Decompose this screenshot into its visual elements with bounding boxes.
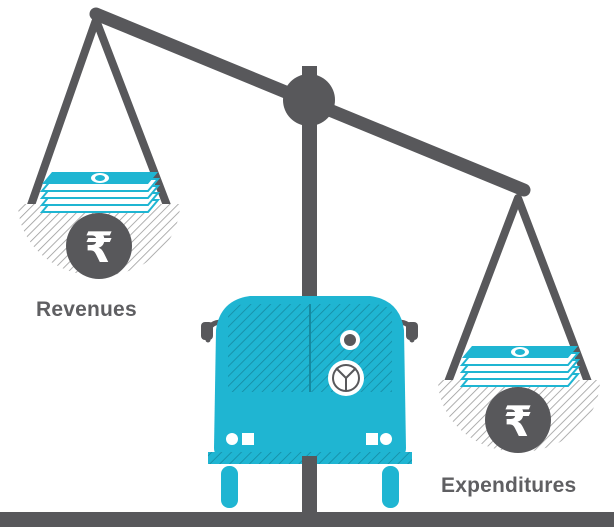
svg-text:₹: ₹ [503,397,532,446]
left-hanger [26,16,172,210]
scale-base [0,512,614,527]
svg-text:₹: ₹ [84,223,113,272]
post-front [302,456,317,516]
revenues-label: Revenues [36,298,137,321]
scale-pivot [283,74,335,126]
right-hanger [444,194,592,384]
right-rupee-icon: ₹ [485,387,551,453]
bus-icon [201,296,418,508]
left-rupee-icon: ₹ [66,213,132,279]
right-cash-stack-icon [459,346,581,387]
left-cash-stack-icon [39,172,161,213]
steering-wheel-icon [328,360,364,396]
expenditures-label: Expenditures [441,474,577,497]
